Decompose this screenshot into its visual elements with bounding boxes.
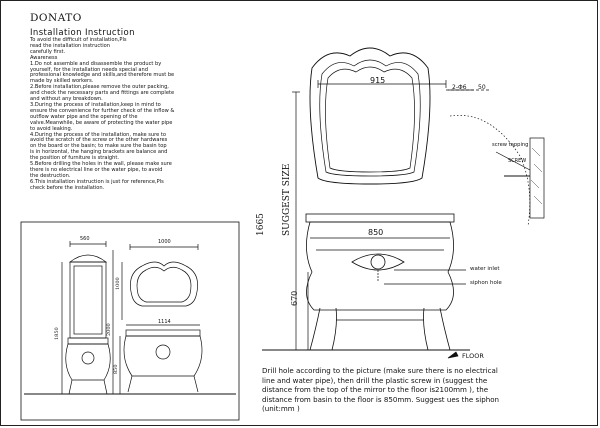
intro-line: ensure the convenience for further check… <box>30 107 175 114</box>
intro-line: the position of furniture is straight. <box>30 155 119 162</box>
intro-line: avoid the scratch of the screw or the ot… <box>30 137 168 144</box>
floor-label: FLOOR <box>462 352 484 360</box>
intro-line: to avoid leaking. <box>30 125 73 132</box>
instruction-heading: Installation Instruction <box>30 28 135 38</box>
overview-basin <box>123 329 203 393</box>
small-mirror-height-dim: 1000 <box>115 277 121 290</box>
intro-line: 4.During the process of the installation… <box>30 131 166 138</box>
fixing-holes-dim: 2-Φ6 <box>452 84 467 91</box>
siphon-hole-label: siphon hole <box>470 280 502 286</box>
intro-line: is in horizontal, the hanging brackets a… <box>30 149 168 156</box>
intro-line: and check the necessary parts and fittin… <box>30 90 175 97</box>
intro-line: check before the installation. <box>30 184 105 191</box>
mirror-drawing <box>309 47 431 185</box>
basin-width-dim: 850 <box>368 228 384 237</box>
intro-line: carefully first. <box>30 48 66 55</box>
intro-line: on the board or the basin; to make sure … <box>30 143 167 150</box>
small-mirror-width-dim: 1000 <box>158 239 171 245</box>
overview-mirror <box>130 261 198 307</box>
intro-line: 6.This installation instruction is just … <box>30 178 164 185</box>
small-basin-height-dim: 850 <box>113 364 119 374</box>
small-total-height-dim: 2000 <box>106 323 112 336</box>
intro-line: Awareness <box>30 54 58 61</box>
basin-height-dim: 670 <box>290 290 299 306</box>
vanity-drawing <box>305 213 455 351</box>
intro-line: professional knowledge and skills,and th… <box>30 72 175 79</box>
suggest-size-label: SUGGEST SIZE <box>282 163 292 236</box>
intro-line: valve.Meanwhile, be aware of protecting … <box>30 119 173 126</box>
mirror-width-dim: 915 <box>370 76 386 85</box>
intro-line: there is no electrical line or the water… <box>30 166 163 173</box>
mirror-depth-dim: 50 <box>478 84 486 91</box>
intro-line: outflow water pipe and the opening of th… <box>30 113 138 120</box>
intro-line: the destruction. <box>30 172 71 179</box>
wall-hatch <box>530 147 543 205</box>
small-cabinet-width-dim: 560 <box>80 236 90 242</box>
instruction-text: To avoid the difficult of installation,P… <box>30 37 245 192</box>
water-inlet-label: water inlet <box>470 266 500 272</box>
overview-box <box>20 221 240 421</box>
overview-tall-cabinet <box>65 254 111 395</box>
intro-line: 1.Do not assemble and disassemble the pr… <box>30 60 162 67</box>
small-cabinet-height-dim: 1850 <box>54 327 60 340</box>
screw-tapping-label: screw tapping <box>492 142 529 148</box>
intro-line: read the installation instruction <box>30 42 110 49</box>
intro-line: and without any breakdown. <box>30 96 103 103</box>
intro-line: To avoid the difficult of installation,P… <box>30 37 127 43</box>
intro-line: 2.Before installation,please remove the … <box>30 84 169 91</box>
product-title: DONATO <box>30 12 82 24</box>
intro-line: yourself, for the installation needs spe… <box>30 66 149 73</box>
small-basin-width-dim: 1114 <box>158 319 171 325</box>
screw-label: SCREW <box>508 158 527 164</box>
total-height-dim: 1665 <box>256 213 266 236</box>
intro-line: made by skilled workers. <box>30 78 94 85</box>
intro-line: 5.Before drilling the holes in the wall,… <box>30 161 172 168</box>
drilling-note: Drill hole according to the picture (mak… <box>262 366 500 414</box>
wall-section <box>529 137 545 219</box>
intro-line: 3.During the process of installation,kee… <box>30 101 161 108</box>
